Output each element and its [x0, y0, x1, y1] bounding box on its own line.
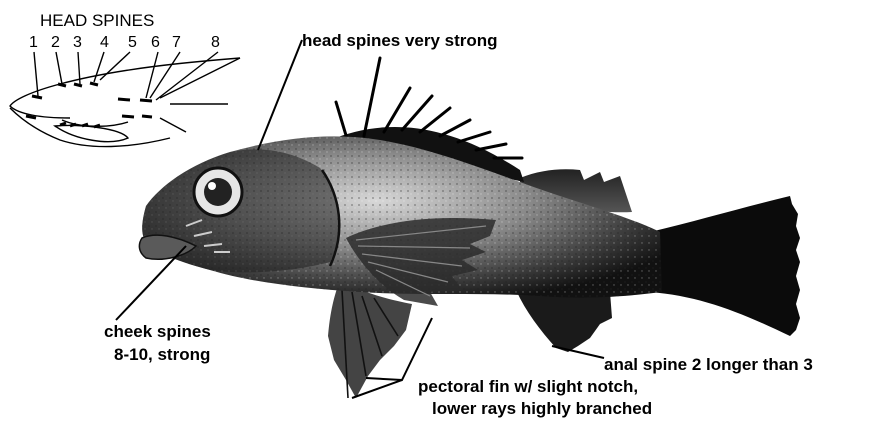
- head-spine-number: 4: [100, 34, 109, 51]
- head-outline-sketch: [55, 126, 128, 142]
- label-pectoral-fin: pectoral fin w/ slight notch,: [418, 377, 638, 396]
- fish-illustration: [139, 58, 800, 398]
- head-spine-number: 5: [128, 34, 137, 51]
- head-spines-title: HEAD SPINES: [40, 11, 154, 30]
- head-spine-number: 7: [172, 34, 181, 51]
- head-spine-pointers: [34, 52, 240, 100]
- head-spine-number: 6: [151, 34, 160, 51]
- caudal-fin: [650, 196, 800, 336]
- label-cheek-spines: cheek spines: [104, 322, 211, 341]
- fish-eye: [194, 168, 242, 216]
- label-pectoral-rays: lower rays highly branched: [432, 399, 652, 418]
- leader-head-spines: [258, 40, 302, 150]
- label-cheek-spines-count: 8-10, strong: [114, 345, 210, 364]
- head-spine-number: 8: [211, 34, 220, 51]
- head-spine-number: 1: [29, 34, 38, 51]
- head-spine-numbers: 1 2 3 4 5 6 7 8: [29, 34, 220, 51]
- label-anal-spine: anal spine 2 longer than 3: [604, 355, 813, 374]
- head-spine-marks: [26, 83, 228, 132]
- leader-anal-spine: [552, 346, 604, 358]
- label-head-spines-strong: head spines very strong: [302, 31, 498, 50]
- head-spine-number: 3: [73, 34, 82, 51]
- head-spines-inset: HEAD SPINES 1 2 3 4 5 6 7 8: [10, 11, 240, 147]
- head-spine-number: 2: [51, 34, 60, 51]
- anal-fin: [516, 290, 612, 352]
- head-outline-sketch: [10, 58, 240, 147]
